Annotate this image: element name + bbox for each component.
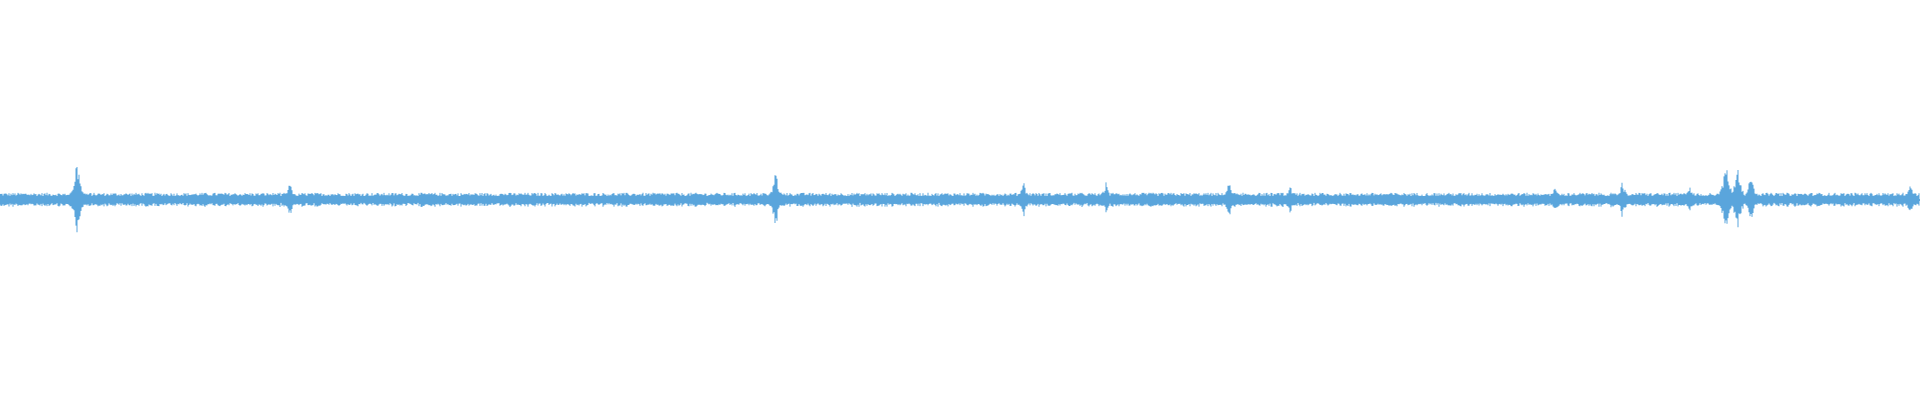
waveform-trace [0,167,1920,233]
